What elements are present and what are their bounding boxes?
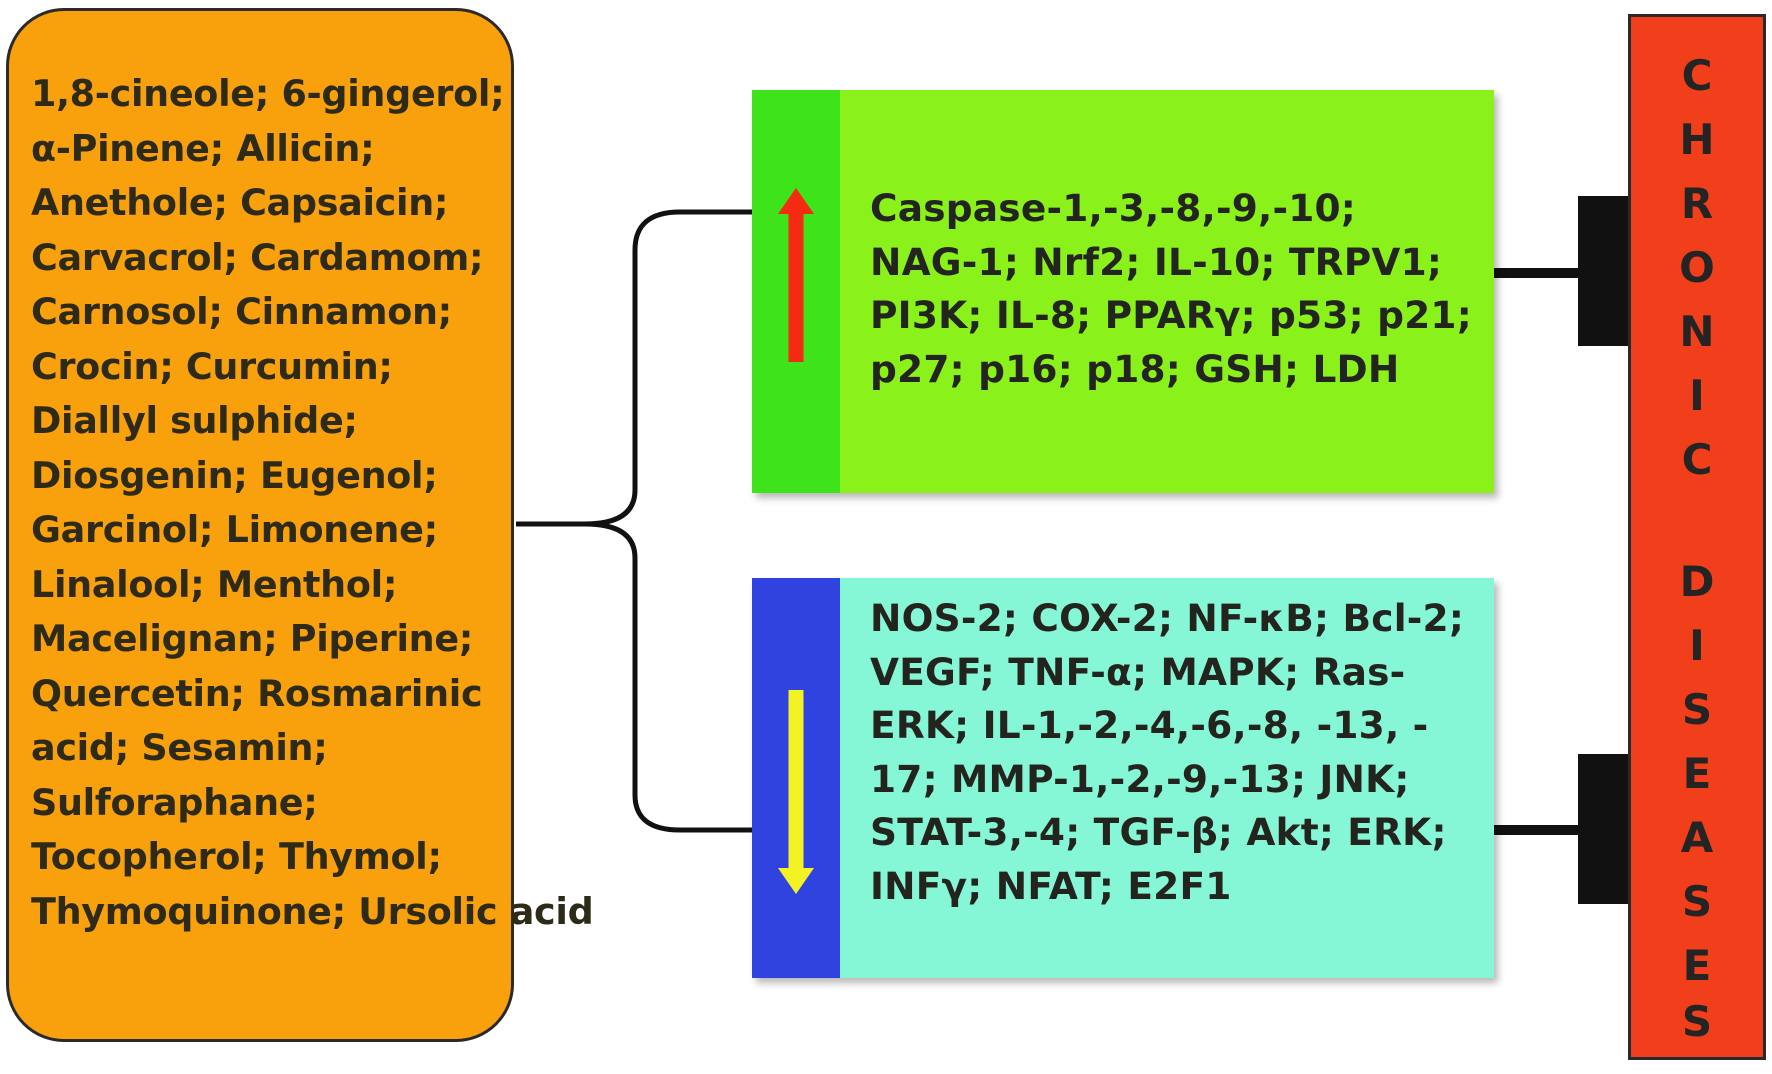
target-line: ERK; IL-1,-2,-4,-6,-8, -13, - — [870, 703, 1429, 747]
disease-letter: I — [1689, 371, 1705, 420]
compound-line: α-Pinene; Allicin; — [31, 126, 375, 170]
compounds-box: 1,8-cineole; 6-gingerol; α-Pinene; Allic… — [6, 8, 594, 1042]
brace-connector-lower — [584, 521, 752, 833]
disease-letter: S — [1681, 877, 1713, 926]
disease-letter: I — [1689, 621, 1705, 670]
disease-letter: E — [1682, 749, 1712, 798]
disease-letter: H — [1679, 115, 1715, 164]
target-line: VEGF; TNF-α; MAPK; Ras- — [870, 649, 1406, 694]
downregulated-text: NOS-2; COX-2; NF-κB; Bcl-2; VEGF; TNF-α;… — [870, 592, 1486, 913]
compound-line: acid; Sesamin; — [31, 726, 328, 769]
chronic-diseases-box: C H R O N I C D I S E A S E S — [1628, 14, 1766, 1060]
downregulated-targets-box: NOS-2; COX-2; NF-κB; Bcl-2; VEGF; TNF-α;… — [752, 578, 1494, 978]
compound-line: Garcinol; Limonene; — [31, 508, 438, 551]
target-line: NOS-2; COX-2; NF-κB; Bcl-2; — [870, 596, 1465, 640]
compound-line: Carnosol; Cinnamon; — [31, 290, 452, 333]
target-line: p27; p16; p18; GSH; LDH — [870, 346, 1400, 391]
disease-letter: N — [1679, 307, 1715, 356]
target-line: Caspase-1,-3,-8,-9,-10; — [870, 186, 1357, 230]
upregulated-targets-box: Caspase-1,-3,-8,-9,-10; NAG-1; Nrf2; IL-… — [752, 90, 1494, 493]
up-arrow-icon — [778, 188, 814, 362]
compound-line: Anethole; Capsaicin; — [31, 181, 449, 224]
upregulated-strip — [752, 90, 840, 493]
target-line: INFγ; NFAT; E2F1 — [870, 863, 1232, 908]
disease-letter: S — [1681, 997, 1713, 1046]
disease-letter: O — [1679, 243, 1715, 292]
disease-letter: S — [1681, 685, 1713, 734]
target-line: STAT-3,-4; TGF-β; Akt; ERK; — [870, 810, 1447, 854]
disease-letter: R — [1680, 179, 1714, 228]
compound-line: Macelignan; Piperine; — [31, 617, 474, 660]
disease-letter: E — [1682, 941, 1712, 990]
brace-connector — [516, 209, 752, 527]
disease-letter: C — [1681, 435, 1713, 484]
disease-letter: C — [1681, 51, 1713, 100]
upregulated-text: Caspase-1,-3,-8,-9,-10; NAG-1; Nrf2; IL-… — [870, 182, 1486, 396]
target-line: 17; MMP-1,-2,-9,-13; JNK; — [870, 756, 1410, 801]
compound-line: Diosgenin; Eugenol; — [31, 453, 438, 497]
compound-line: Carvacrol; Cardamom; — [31, 235, 484, 279]
compound-line: Linalool; Menthol; — [31, 562, 398, 606]
target-line: PI3K; IL-8; PPARγ; p53; p21; — [870, 293, 1472, 337]
inhibition-bar-upper — [1578, 196, 1628, 346]
down-arrow-icon — [778, 690, 814, 894]
downregulated-strip — [752, 578, 840, 978]
compound-line: Crocin; Curcumin; — [31, 344, 393, 388]
compound-line: 1,8-cineole; 6-gingerol; — [31, 72, 505, 115]
disease-letter: A — [1680, 813, 1714, 862]
disease-letter: D — [1679, 557, 1715, 606]
compound-line: Quercetin; Rosmarinic — [31, 671, 483, 715]
inhibition-bar-lower — [1578, 754, 1628, 904]
compound-line: Sulforaphane; — [31, 780, 318, 824]
compound-line: Diallyl sulphide; — [31, 399, 358, 442]
compound-line: Thymoquinone; Ursolic acid — [31, 889, 594, 933]
target-line: NAG-1; Nrf2; IL-10; TRPV1; — [870, 239, 1443, 284]
compound-line: Tocopherol; Thymol; — [31, 835, 442, 878]
